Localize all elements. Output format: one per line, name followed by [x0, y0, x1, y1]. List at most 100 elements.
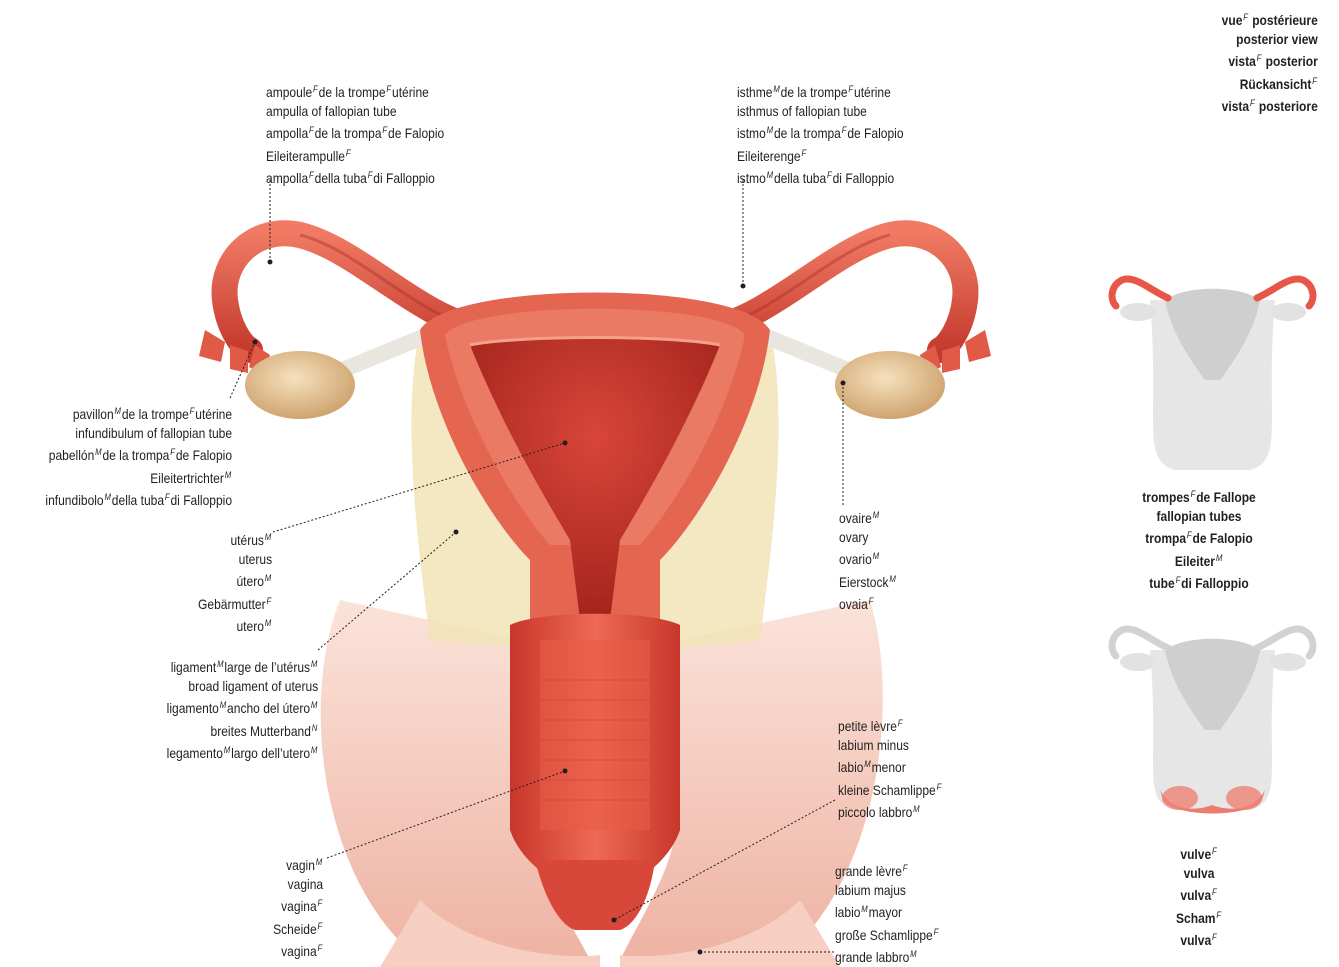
term-text: pavillon — [73, 406, 114, 422]
gender-marker: M — [767, 125, 773, 135]
term-text: vagina — [281, 943, 316, 959]
term-text: ampolla — [266, 170, 308, 186]
gender-marker: F — [368, 170, 373, 180]
term-text: Scham — [1176, 910, 1215, 926]
label-line: tubeFdi Falloppio — [1113, 571, 1285, 593]
gender-marker: M — [114, 406, 120, 416]
gender-marker: M — [220, 700, 226, 710]
label-ovary: ovaireMovaryovarioMEierstockMovaiaF — [839, 506, 897, 614]
label-line: vaginM — [273, 853, 323, 875]
term-text: della tuba — [315, 170, 367, 186]
label-line: labioMmenor — [838, 755, 942, 777]
gender-marker: F — [386, 84, 391, 94]
term-text: vista — [1229, 53, 1256, 69]
label-line: ampulla of fallopian tube — [266, 102, 444, 121]
term-text: infundibolo — [45, 492, 103, 508]
gender-marker: F — [827, 170, 832, 180]
term-text: de Falopio — [1193, 530, 1253, 546]
label-line: ligamentoMancho del úteroM — [166, 696, 318, 718]
label-line: GebärmutterF — [198, 592, 272, 614]
gender-marker: M — [767, 170, 773, 180]
label-line: EierstockM — [839, 570, 897, 592]
term-text: de Falopio — [847, 125, 903, 141]
term-text: fallopian tubes — [1157, 508, 1242, 524]
gender-marker: F — [842, 125, 847, 135]
term-text: di Falloppio — [373, 170, 435, 186]
label-line: infundibulum of fallopian tube — [45, 424, 232, 443]
gender-marker: M — [95, 447, 101, 457]
gender-marker: F — [317, 921, 322, 931]
label-line: ovary — [839, 528, 897, 547]
label-line: broad ligament of uterus — [166, 677, 318, 696]
term-text: Eileiterampulle — [266, 148, 345, 164]
gender-marker: F — [170, 447, 175, 457]
term-text: Eileitertrichter — [150, 470, 224, 486]
label-line: istmoMdella tubaFdi Falloppio — [737, 166, 904, 188]
gender-marker: M — [773, 84, 779, 94]
label-line: vulveF — [1113, 842, 1285, 864]
label-line: piccolo labbroM — [838, 800, 942, 822]
term-text: utérine — [195, 406, 232, 422]
term-text: labio — [838, 759, 863, 775]
gender-marker: F — [317, 898, 322, 908]
label-line: vueF postérieure — [1222, 8, 1318, 30]
label-line: grande labbroM — [835, 945, 939, 967]
gender-marker: F — [848, 84, 853, 94]
label-line: vistaF posteriore — [1222, 94, 1318, 116]
term-text: vulve — [1180, 846, 1211, 862]
gender-marker: F — [903, 863, 908, 873]
term-text: di Falloppio — [833, 170, 895, 186]
gender-marker: M — [104, 492, 110, 502]
label-line: ovaireM — [839, 506, 897, 528]
label-infundibulum: pavillonMde la trompeFutérineinfundibulu… — [45, 402, 232, 510]
term-text: Scheide — [273, 921, 317, 937]
gender-marker: F — [382, 125, 387, 135]
term-text: postérieure — [1249, 12, 1318, 28]
term-text: legamento — [166, 745, 222, 761]
label-line: vulvaF — [1113, 883, 1285, 905]
term-text: de la trompa — [774, 125, 841, 141]
label-line: úteroM — [198, 569, 272, 591]
label-line: labioMmayor — [835, 900, 939, 922]
left-ovary — [245, 351, 355, 419]
label-line: breites MutterbandN — [166, 719, 318, 741]
term-text: trompa — [1145, 530, 1186, 546]
gender-marker: F — [266, 596, 271, 606]
term-text: vulva — [1180, 932, 1211, 948]
gender-marker: M — [873, 510, 879, 520]
term-text: della tuba — [112, 492, 164, 508]
label-line: pabellónMde la trompaFde Falopio — [45, 443, 232, 465]
gender-marker: M — [265, 573, 271, 583]
label-line: ampollaFdella tubaFdi Falloppio — [266, 166, 444, 188]
label-line: uteroM — [198, 614, 272, 636]
term-text: Gebärmutter — [198, 596, 266, 612]
label-line: vagina — [273, 875, 323, 894]
term-text: kleine Schamlippe — [838, 782, 936, 798]
term-text: di Falloppio — [170, 492, 232, 508]
gender-marker: F — [1187, 530, 1192, 540]
term-text: de la trompe — [781, 84, 848, 100]
label-line: kleine SchamlippeF — [838, 778, 942, 800]
gender-marker: F — [309, 125, 314, 135]
term-text: ovaia — [839, 596, 868, 612]
label-line: uterus — [198, 550, 272, 569]
term-text: de Fallope — [1196, 489, 1256, 505]
term-text: vista — [1222, 98, 1249, 114]
gender-marker: M — [265, 618, 271, 628]
term-text: utérine — [392, 84, 429, 100]
term-text: ovario — [839, 551, 872, 567]
gender-marker: F — [898, 718, 903, 728]
term-text: istmo — [737, 170, 766, 186]
label-line: ovarioM — [839, 547, 897, 569]
term-text: posterior view — [1236, 31, 1318, 47]
label-line: labium majus — [835, 881, 939, 900]
gender-marker: F — [869, 596, 874, 606]
label-line: ligamentMlarge de l’utérusM — [166, 655, 318, 677]
label-line: infundiboloMdella tubaFdi Falloppio — [45, 488, 232, 510]
label-line: SchamF — [1113, 906, 1285, 928]
label-line: ScheideF — [273, 917, 323, 939]
thumbnail-vulva — [1112, 629, 1313, 813]
